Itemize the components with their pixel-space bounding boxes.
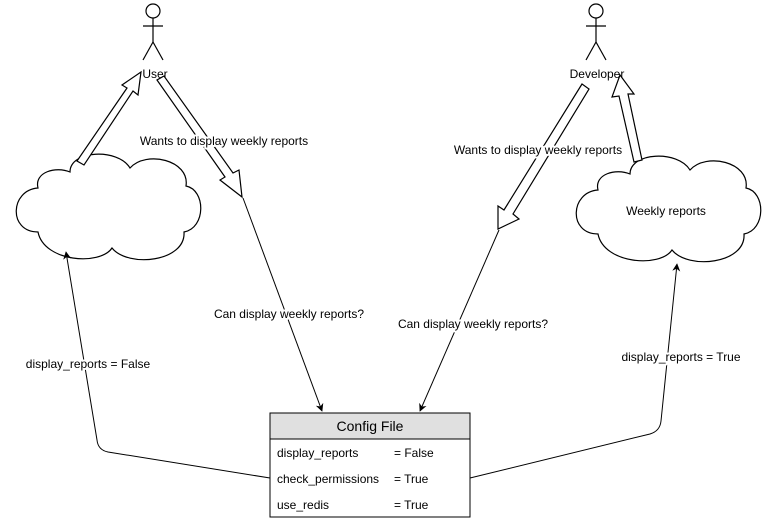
user-to-config-connector[interactable] — [242, 197, 324, 412]
config-file-header — [269, 412, 471, 440]
left-cloud-shape[interactable] — [15, 153, 202, 261]
user-down-arrow[interactable] — [156, 75, 243, 199]
weekly-reports-edge-label: display_reports = True — [621, 350, 740, 364]
config-to-weekly-reports-connector[interactable] — [469, 263, 681, 479]
developer-down-arrow[interactable] — [497, 83, 590, 230]
developer-actor-label: Developer — [570, 67, 625, 81]
config-file-table[interactable]: Config File display_reports = False chec… — [269, 412, 471, 518]
config-row-key: check_permissions — [277, 472, 379, 486]
weekly-reports-cloud-label: Weekly reports — [626, 204, 706, 218]
user-request-edge-label: Wants to display weekly reports — [140, 134, 308, 148]
developer-request-edge-label: Wants to display weekly reports — [454, 143, 622, 157]
user-query-edge-label: Can display weekly reports? — [214, 307, 364, 321]
user-actor-icon[interactable] — [142, 3, 164, 61]
developer-query-edge-label: Can display weekly reports? — [398, 317, 548, 331]
config-file-title: Config File — [337, 418, 404, 434]
config-row-key: use_redis — [277, 498, 329, 512]
left-cloud-edge-label: display_reports = False — [26, 357, 151, 371]
left-cloud-to-user-arrow[interactable] — [76, 70, 142, 166]
config-row-key: display_reports — [277, 446, 358, 460]
config-row-value: = True — [394, 498, 429, 512]
config-row-value: = True — [394, 472, 429, 486]
developer-actor-icon[interactable] — [585, 3, 607, 61]
config-to-left-cloud-connector[interactable] — [63, 251, 271, 479]
developer-to-config-connector[interactable] — [419, 229, 500, 412]
config-row-value: = False — [394, 446, 434, 460]
weekly-reports-to-developer-arrow[interactable] — [611, 73, 643, 163]
